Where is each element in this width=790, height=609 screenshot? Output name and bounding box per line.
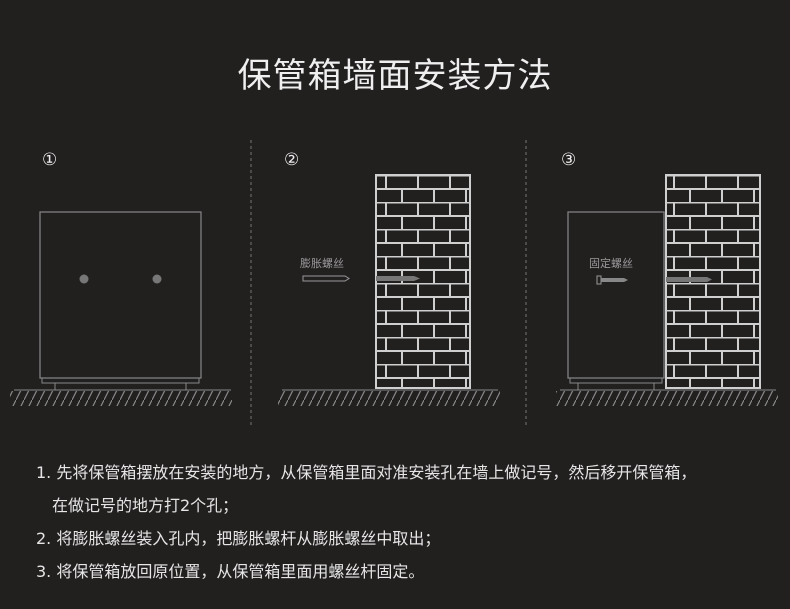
brick-wall bbox=[375, 174, 471, 389]
expansion-screw-label: 膨胀螺丝 bbox=[300, 257, 344, 270]
fixing-screw-label: 固定螺丝 bbox=[589, 257, 633, 270]
step-1-text: 1. 先将保管箱摆放在安装的地方，从保管箱里面对准安装孔在墙上做记号，然后移开保… bbox=[36, 463, 697, 482]
ground bbox=[10, 389, 232, 406]
ground bbox=[556, 389, 778, 406]
ground bbox=[278, 389, 500, 406]
instruction-list: 1. 先将保管箱摆放在安装的地方，从保管箱里面对准安装孔在墙上做记号，然后移开保… bbox=[36, 456, 696, 588]
step-2-text: 2. 将膨胀螺丝装入孔内，把膨胀螺杆从膨胀螺丝中取出； bbox=[36, 529, 441, 548]
safe-box bbox=[39, 211, 202, 390]
safe-box bbox=[567, 211, 665, 390]
fixing-screw-icon bbox=[596, 275, 712, 285]
step-number-1: ① bbox=[42, 150, 58, 170]
step-1-continued-text: 在做记号的地方打2个孔； bbox=[52, 496, 239, 515]
expansion-screw-icon bbox=[302, 275, 420, 282]
step-number-2: ② bbox=[284, 150, 300, 170]
step-number-3: ③ bbox=[561, 150, 577, 170]
step-3-text: 3. 将保管箱放回原位置，从保管箱里面用螺丝杆固定。 bbox=[36, 562, 425, 581]
page-title: 保管箱墙面安装方法 bbox=[237, 56, 553, 96]
